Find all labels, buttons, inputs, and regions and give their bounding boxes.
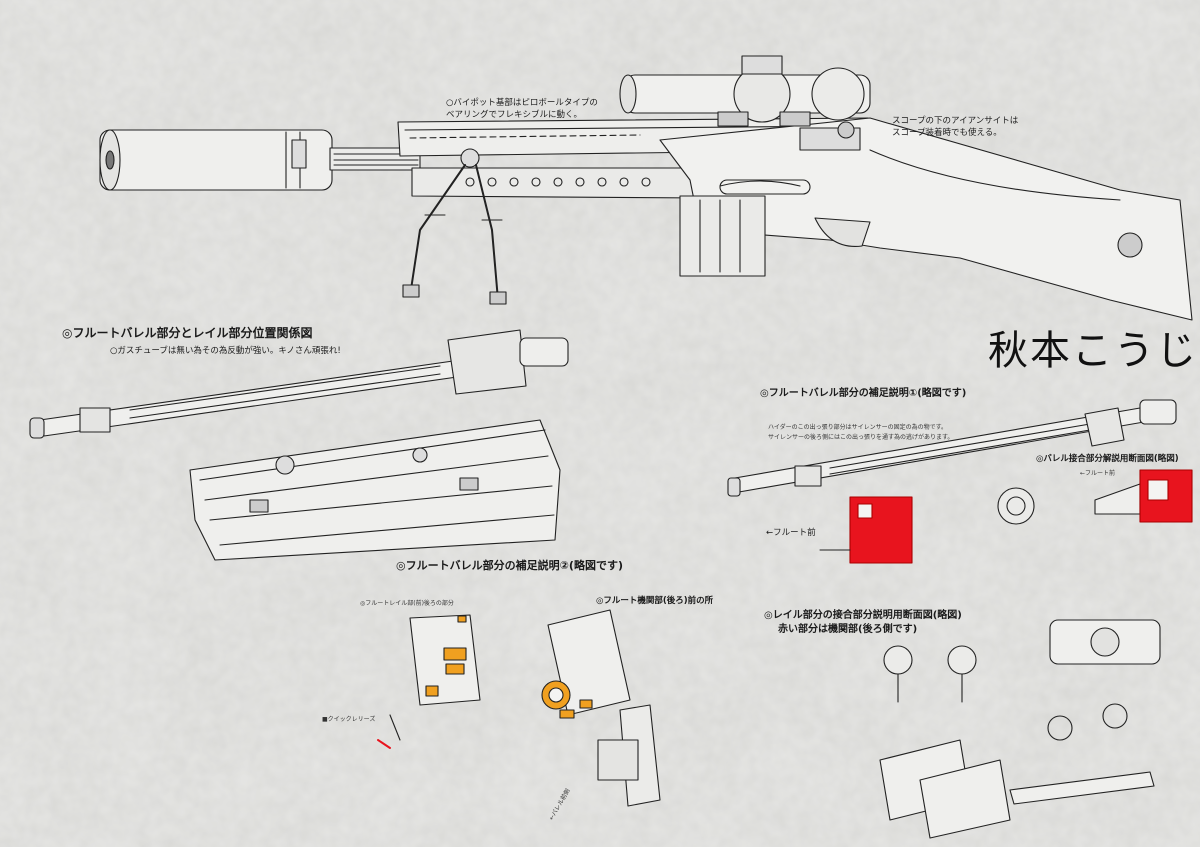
artist-signature: 秋本こうじ <box>988 328 1198 374</box>
rifle-side-view-icon <box>329 117 1193 321</box>
fluted-barrel-detail-icon <box>727 399 1177 497</box>
sight-note-line-1: スコープの下のアイアンサイトは <box>892 116 1019 126</box>
flute-front-label: ←フルート前 <box>766 528 816 538</box>
section4-right-caption: ◎フルート機関部(後ろ)前の所 <box>596 596 714 606</box>
section2-note-line-2: サイレンサーの後ろ側にはこの出っ張りを通す為の逃げがあります。 <box>768 434 954 441</box>
scope-icon <box>619 55 871 127</box>
quick-release-label: ■クイックレリーズ <box>322 716 376 723</box>
bipod-note-line-2: ベアリングでフレキシブルに動く。 <box>446 110 583 120</box>
suppressor-icon <box>99 129 333 191</box>
receiver-rail-icon <box>189 419 561 561</box>
section2-title: ◎フルートバレル部分の補足説明①(略図です) <box>760 388 967 399</box>
part-detail-icon <box>377 609 661 807</box>
handguard-holes <box>465 177 651 187</box>
section4-title: ◎フルートバレル部分の補足説明②(略図です) <box>396 559 623 572</box>
section1-subtitle: ○ガスチューブは無い為その為反動が強い。キノさん頑張れ! <box>110 346 341 356</box>
cross-section-label: ←フルート前 <box>1080 470 1116 477</box>
section3-subtitle: 赤い部分は機関部(後ろ側です) <box>778 624 918 635</box>
fluted-barrel-icon <box>29 329 569 439</box>
sight-note-line-2: スコープ装着時でも使える。 <box>892 128 1002 138</box>
part-detail-small-icon <box>879 619 1161 839</box>
section3-title: ◎レイル部分の接合部分説明用断面図(略図) <box>764 610 962 621</box>
section2-note-line-1: ハイダーのこの出っ張り部分はサイレンサーの固定の為の物です。 <box>768 424 948 431</box>
cross-section-title: ◎バレル接合部分解説用断面図(略図) <box>1036 454 1179 464</box>
section4-left-caption: ◎フルートレイル部(前)後ろの部分 <box>360 600 454 607</box>
section1-title: ◎フルートバレル部分とレイル部分位置関係図 <box>62 326 313 340</box>
bipod-note-line-1: ○バイポット基部はピロボールタイプの <box>446 98 598 108</box>
cross-section-icon <box>819 469 1193 564</box>
bipod-icon <box>402 148 507 305</box>
